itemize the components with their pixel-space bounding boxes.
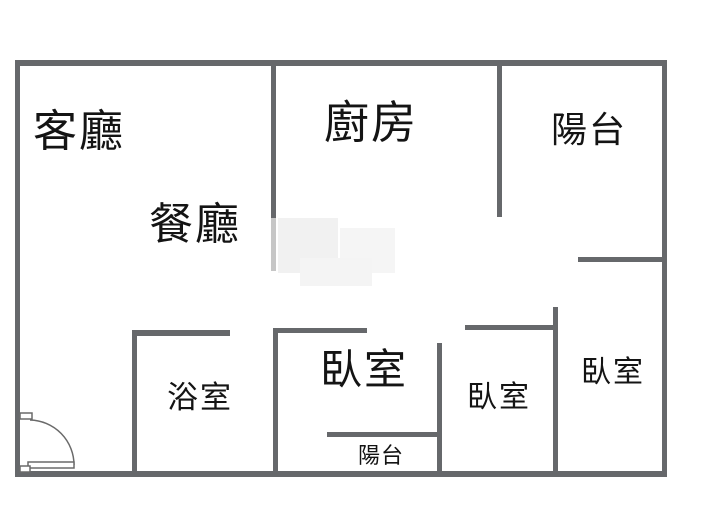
wall-bathroom-top [132,330,230,336]
wall-bedroom-master-right [437,343,442,471]
wall-living-kitchen-divider-faded [271,218,276,271]
room-label-balcony-bottom: 陽台 [358,443,405,468]
room-label-balcony-top: 陽台 [551,109,628,150]
wall-outer-left [15,60,20,477]
door-swing-icon [19,412,75,473]
watermark-block [278,218,338,273]
wall-bedroom-middle-right [553,307,558,471]
wall-kitchen-balcony-divider [497,66,502,217]
room-label-bedroom-master: 臥室 [320,346,409,393]
wall-balcony-bottom-top [327,432,442,437]
room-label-bedroom-middle: 臥室 [467,381,531,414]
wall-living-kitchen-divider [271,66,276,218]
room-label-living: 客廳 [33,107,125,156]
wall-bedroom-master-left [273,328,278,471]
room-label-bathroom: 浴室 [167,380,233,415]
room-label-dining: 餐廳 [149,200,241,249]
wall-outer-right [662,60,667,477]
room-label-bedroom-right: 臥室 [581,356,645,389]
wall-bathroom-left [132,330,137,471]
wall-balcony-top-bottom [578,257,662,262]
room-label-kitchen: 廚房 [324,97,419,148]
wall-bedroom-middle-top [465,325,555,330]
wall-bedroom-master-top [273,328,367,333]
watermark-block [300,258,372,286]
wall-outer-bottom [15,471,667,477]
watermark-block [340,228,395,273]
wall-outer-top [15,60,667,66]
